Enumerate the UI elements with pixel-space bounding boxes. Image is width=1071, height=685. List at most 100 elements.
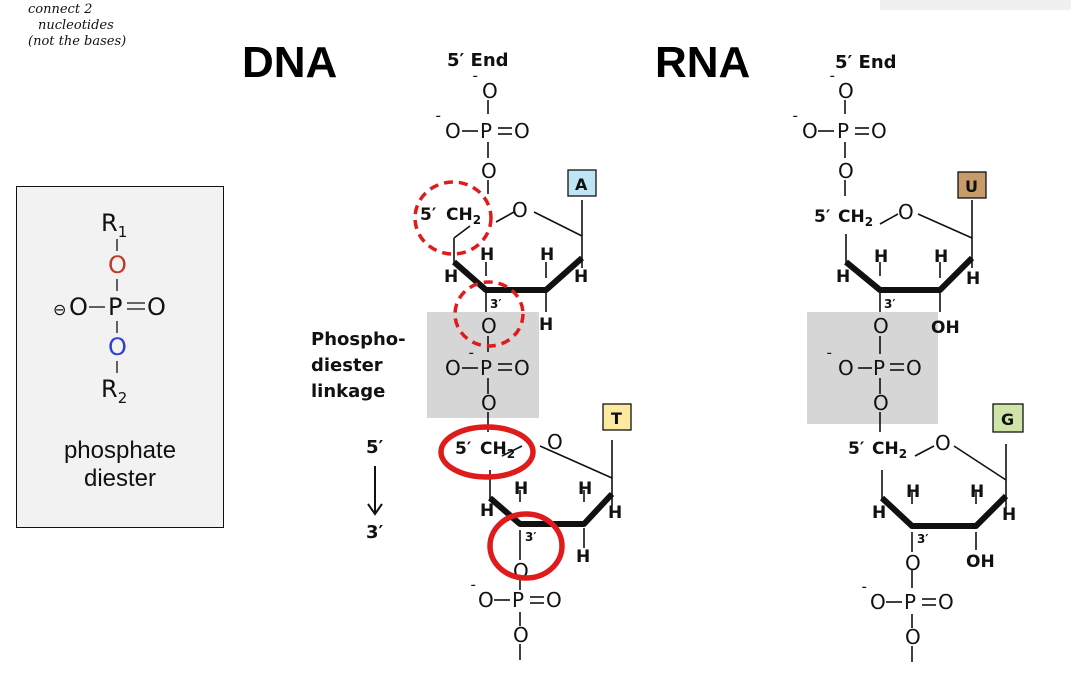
dna-3prime-1: 3′ [490, 297, 502, 311]
rna-ch2-1: CH2 [838, 207, 873, 229]
dna-ring-o-2: O [547, 430, 563, 454]
rna-link-p: P [873, 356, 885, 380]
note-line-1: connect 2 [28, 2, 93, 17]
rna-top-o-left: O [802, 119, 818, 143]
phosphodiester-linkage-label: Phospho- diester linkage [311, 327, 406, 405]
dna-h-2: H [480, 245, 494, 265]
dna-h-10: H [576, 547, 590, 567]
dna-link-o-left: O [445, 356, 461, 380]
linkage-line-1: Phospho- [311, 329, 406, 350]
highlight-5prime-dashed [413, 180, 493, 256]
highlight-5prime-solid [438, 424, 536, 480]
svg-text:¯: ¯ [468, 352, 475, 367]
dna-bot-o-left: O [478, 588, 494, 612]
dna-bot-o-right: O [546, 588, 562, 612]
dna-h-3: H [540, 245, 554, 265]
rna-bot-o-left: O [870, 590, 886, 614]
svg-text:¯: ¯ [826, 352, 833, 367]
rna-top-p: P [837, 119, 849, 143]
dna-h-1: H [444, 267, 458, 287]
legend-o-bottom: O [108, 333, 127, 361]
legend-caption-line2: diester [83, 465, 157, 492]
svg-text:¯: ¯ [435, 115, 442, 130]
dna-base-t: T [611, 409, 622, 428]
dna-h-8: H [578, 479, 592, 499]
legend-p: P [108, 293, 122, 321]
dna-ch2-1: CH2 [446, 205, 481, 227]
rna-link-o-right: O [906, 356, 922, 380]
rna-h-2: H [874, 247, 888, 267]
rna-linkage-box [807, 312, 938, 424]
rna-bot-o: O [905, 625, 921, 649]
svg-text:¯: ¯ [829, 75, 836, 90]
dna-ch2-2: CH2 [480, 439, 515, 461]
rna-oh-2: OH [966, 552, 995, 572]
dna-h-6: H [480, 501, 494, 521]
rna-h-1: H [836, 267, 850, 287]
rna-ring-o-1: O [898, 200, 914, 224]
toolbar-strip [880, 0, 1071, 10]
dna-top-o-left: O [445, 119, 461, 143]
rna-3prime-2: 3′ [917, 532, 929, 546]
handwritten-note: connect 2 nucleotides (not the bases) [28, 2, 208, 50]
rna-5-end-label: 5′ End [835, 52, 897, 73]
rna-bot-p: P [904, 590, 916, 614]
rna-5prime-1: 5′ [814, 207, 831, 227]
dna-ester-o-2: O [481, 391, 497, 415]
rna-bot-o-right: O [938, 590, 954, 614]
dna-top-o-right: O [514, 119, 530, 143]
rna-ring-o-2: O [935, 431, 951, 455]
legend-o-top: O [108, 251, 127, 279]
dna-5prime-2: 5′ [455, 439, 472, 459]
rna-h-3: H [934, 247, 948, 267]
direction-arrow [367, 466, 383, 516]
legend-o-left: O [69, 293, 88, 321]
svg-text:¯: ¯ [472, 75, 479, 90]
dna-base-a: A [575, 175, 588, 194]
rna-link-o-left: O [838, 356, 854, 380]
rna-ch2-2: CH2 [872, 439, 907, 461]
phosphate-diester-legend: R1 O ⊖ O P O O R2 phosphate diester [16, 186, 224, 528]
legend-r2: R2 [101, 375, 127, 407]
rna-ester-o-2: O [873, 391, 889, 415]
rna-bottom-3-o: O [905, 551, 921, 575]
rna-h-5: H [872, 503, 886, 523]
dna-top-o-minus: O [482, 79, 498, 103]
rna-ester-o-1: O [838, 159, 854, 183]
dna-bot-p: P [512, 588, 524, 612]
rna-h-6: H [906, 482, 920, 502]
legend-negative-sign: ⊖ [53, 300, 66, 319]
svg-text:¯: ¯ [861, 586, 868, 601]
legend-o-right: O [147, 293, 166, 321]
dna-link-o-right: O [514, 356, 530, 380]
dna-h-4: H [574, 267, 588, 287]
rna-h-8: H [1002, 505, 1016, 525]
rna-5prime-2: 5′ [848, 439, 865, 459]
note-line-2: nucleotides [38, 18, 114, 33]
legend-caption: phosphate diester [17, 437, 223, 493]
rna-h-7: H [970, 482, 984, 502]
legend-caption-line1: phosphate [63, 437, 177, 464]
direction-5prime: 5′ [366, 437, 384, 458]
note-line-3: (not the bases) [28, 34, 127, 49]
rna-h-4: H [966, 269, 980, 289]
linkage-line-2: diester [311, 355, 383, 376]
linkage-line-3: linkage [311, 381, 386, 402]
dna-3-o: O [481, 314, 497, 338]
dna-bot-o: O [513, 623, 529, 647]
rna-3prime-1: 3′ [884, 297, 896, 311]
highlight-3prime-solid [487, 511, 565, 581]
dna-5-end-label: 5′ End [447, 50, 509, 71]
direction-3prime: 3′ [366, 522, 384, 543]
rna-top-o-right: O [871, 119, 887, 143]
rna-oh-1: OH [931, 318, 960, 338]
rna-base-u: U [965, 177, 978, 196]
dna-top-p: P [480, 119, 492, 143]
dna-3prime-2: 3′ [525, 530, 537, 544]
dna-h-7: H [514, 479, 528, 499]
legend-r1: R1 [101, 209, 127, 241]
dna-title: DNA [242, 38, 338, 87]
svg-text:¯: ¯ [792, 115, 799, 130]
